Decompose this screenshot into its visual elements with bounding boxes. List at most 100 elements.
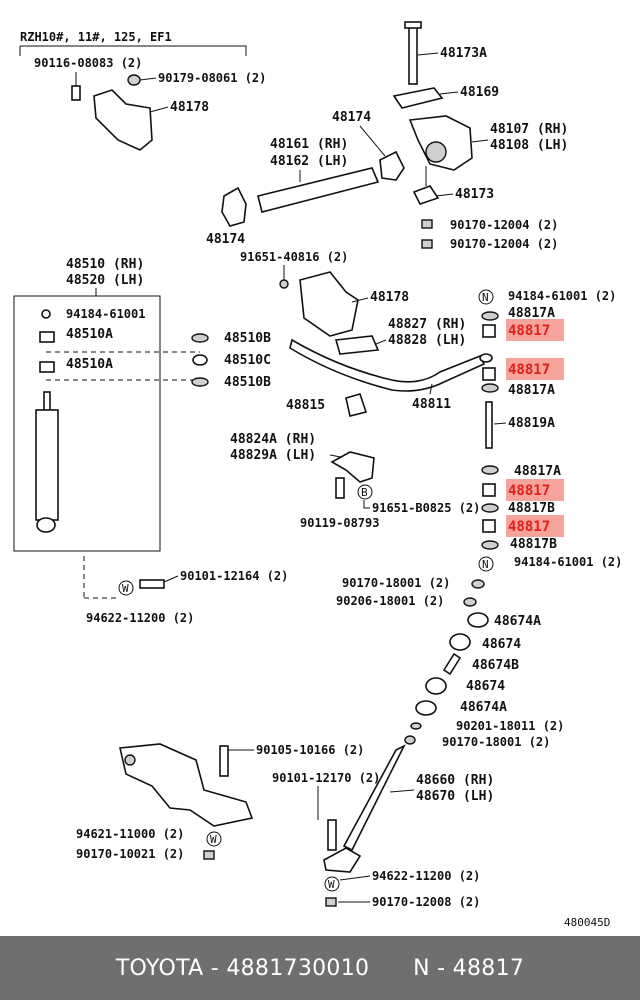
strut-rod-end-part xyxy=(323,847,362,873)
label-48174-top: 48174 xyxy=(332,110,371,125)
label-90170-12004-b: 90170-12004 (2) xyxy=(450,237,558,251)
leader-line xyxy=(389,789,415,793)
label-48815: 48815 xyxy=(286,398,325,413)
symbol-w-circle xyxy=(118,580,134,596)
washer-part xyxy=(481,540,499,550)
label-48178: 48178 xyxy=(170,100,209,115)
bushing-48817-part xyxy=(482,367,496,381)
label-48674a-1: 48674A xyxy=(494,614,541,629)
bolt-part xyxy=(335,477,345,499)
leader-line xyxy=(417,52,439,56)
label-48819a: 48819A xyxy=(508,416,555,431)
label-48674b: 48674B xyxy=(472,658,519,673)
label-90201-18011: 90201-18011 (2) xyxy=(456,719,564,733)
bolt-part xyxy=(219,745,229,777)
symbol-w-circle xyxy=(206,831,222,847)
footer-gap xyxy=(369,956,413,981)
label-48811: 48811 xyxy=(412,397,451,412)
leader-line xyxy=(339,875,371,881)
symbol-w-1: W xyxy=(122,582,129,595)
label-91651-40816: 91651-40816 (2) xyxy=(240,250,348,264)
label-48510c: 48510C xyxy=(224,353,271,368)
torsion-bar-part xyxy=(257,167,380,213)
label-48817-1: 48817 xyxy=(508,323,550,339)
label-90101-12164: 90101-12164 (2) xyxy=(180,569,288,583)
brand-name: TOYOTA xyxy=(115,955,204,981)
frame-bracket-part xyxy=(119,743,254,827)
label-48520: 48520 (LH) xyxy=(66,273,144,288)
nut-part xyxy=(471,579,485,589)
label-48674a-2: 48674A xyxy=(460,700,507,715)
label-48817-4: 48817 xyxy=(508,519,550,535)
symbol-b: B xyxy=(361,486,368,499)
label-48817a-2: 48817A xyxy=(508,383,555,398)
symbol-n-2: N xyxy=(482,558,489,571)
nut-part xyxy=(41,309,51,319)
washer-part xyxy=(481,465,499,475)
symbol-w-2: W xyxy=(210,833,217,846)
bracket-48824a-part xyxy=(330,451,375,483)
leader-line xyxy=(439,91,459,95)
label-48162: 48162 (LH) xyxy=(270,154,348,169)
label-94622-11200-b: 94622-11200 (2) xyxy=(372,869,480,883)
label-90170-10021: 90170-10021 (2) xyxy=(76,847,184,861)
washer-part xyxy=(191,377,209,387)
label-94622-11200-a: 94622-11200 (2) xyxy=(86,611,194,625)
leader-line xyxy=(163,575,179,583)
washer-part xyxy=(481,503,499,513)
label-48178-lower: 48178 xyxy=(370,290,409,305)
bracket-48178-part xyxy=(93,89,153,151)
retainer-48169-part xyxy=(392,87,444,109)
stabilizer-bar-part xyxy=(289,338,486,392)
symbol-w-3: W xyxy=(328,878,335,891)
label-90170-12004-a: 90170-12004 (2) xyxy=(450,218,558,232)
strut-rod-part xyxy=(342,744,406,852)
leader-line xyxy=(375,339,387,345)
collar-48674b-part xyxy=(442,652,462,676)
label-90116-08083: 90116-08083 (2) xyxy=(34,56,142,70)
symbol-n-circle xyxy=(478,289,494,305)
label-48829a: 48829A (LH) xyxy=(230,448,316,463)
part-footer-bar: TOYOTA - 4881730010 N - 48817 xyxy=(0,936,640,1000)
label-90170-12008: 90170-12008 (2) xyxy=(372,895,480,909)
bolt-head-part xyxy=(404,21,422,29)
bushing-48174-lower-part xyxy=(221,186,247,227)
label-48817b-2: 48817B xyxy=(510,537,557,552)
leader-line xyxy=(435,193,454,197)
leader-line xyxy=(471,139,489,143)
label-48817-2: 48817 xyxy=(508,362,550,378)
washer-part xyxy=(481,383,499,393)
label-90119-08793: 90119-08793 xyxy=(300,516,379,530)
clamp-48827-part xyxy=(334,335,380,355)
leader-line xyxy=(363,500,370,509)
label-48670: 48670 (LH) xyxy=(416,789,494,804)
label-48108: 48108 (LH) xyxy=(490,138,568,153)
symbol-n-circle xyxy=(478,556,494,572)
label-48174-lower: 48174 xyxy=(206,232,245,247)
symbol-w-circle xyxy=(324,876,340,892)
label-90170-18001-a: 90170-18001 (2) xyxy=(342,576,450,590)
highlight-box xyxy=(506,358,564,380)
label-48817a-1: 48817A xyxy=(508,306,555,321)
label-48674-2: 48674 xyxy=(466,679,505,694)
label-90105-10166: 90105-10166 (2) xyxy=(256,743,364,757)
header-bracket xyxy=(19,45,247,56)
washer-part xyxy=(191,333,209,343)
bushing-48817-part xyxy=(482,324,496,338)
shock-body-part xyxy=(35,409,59,521)
parts-diagram: RZH10#, 11#, 125, EF1 90116-08083 (2) 90… xyxy=(13,21,622,929)
shock-absorber-box xyxy=(13,295,161,552)
label-94184-box: 94184-61001 xyxy=(66,307,145,321)
leader-line xyxy=(351,297,369,303)
bar-end-part xyxy=(479,353,493,363)
label-48827: 48827 (RH) xyxy=(388,317,466,332)
bushing-48674a-part xyxy=(415,700,437,716)
label-48817-3: 48817 xyxy=(508,483,550,499)
shock-rod-part xyxy=(43,391,51,413)
label-48674-1: 48674 xyxy=(482,637,521,652)
highlight-box xyxy=(506,515,564,537)
nut-part xyxy=(203,850,215,860)
label-48510a-2: 48510A xyxy=(66,357,113,372)
bolt-part xyxy=(139,579,165,589)
label-48510: 48510 (RH) xyxy=(66,257,144,272)
